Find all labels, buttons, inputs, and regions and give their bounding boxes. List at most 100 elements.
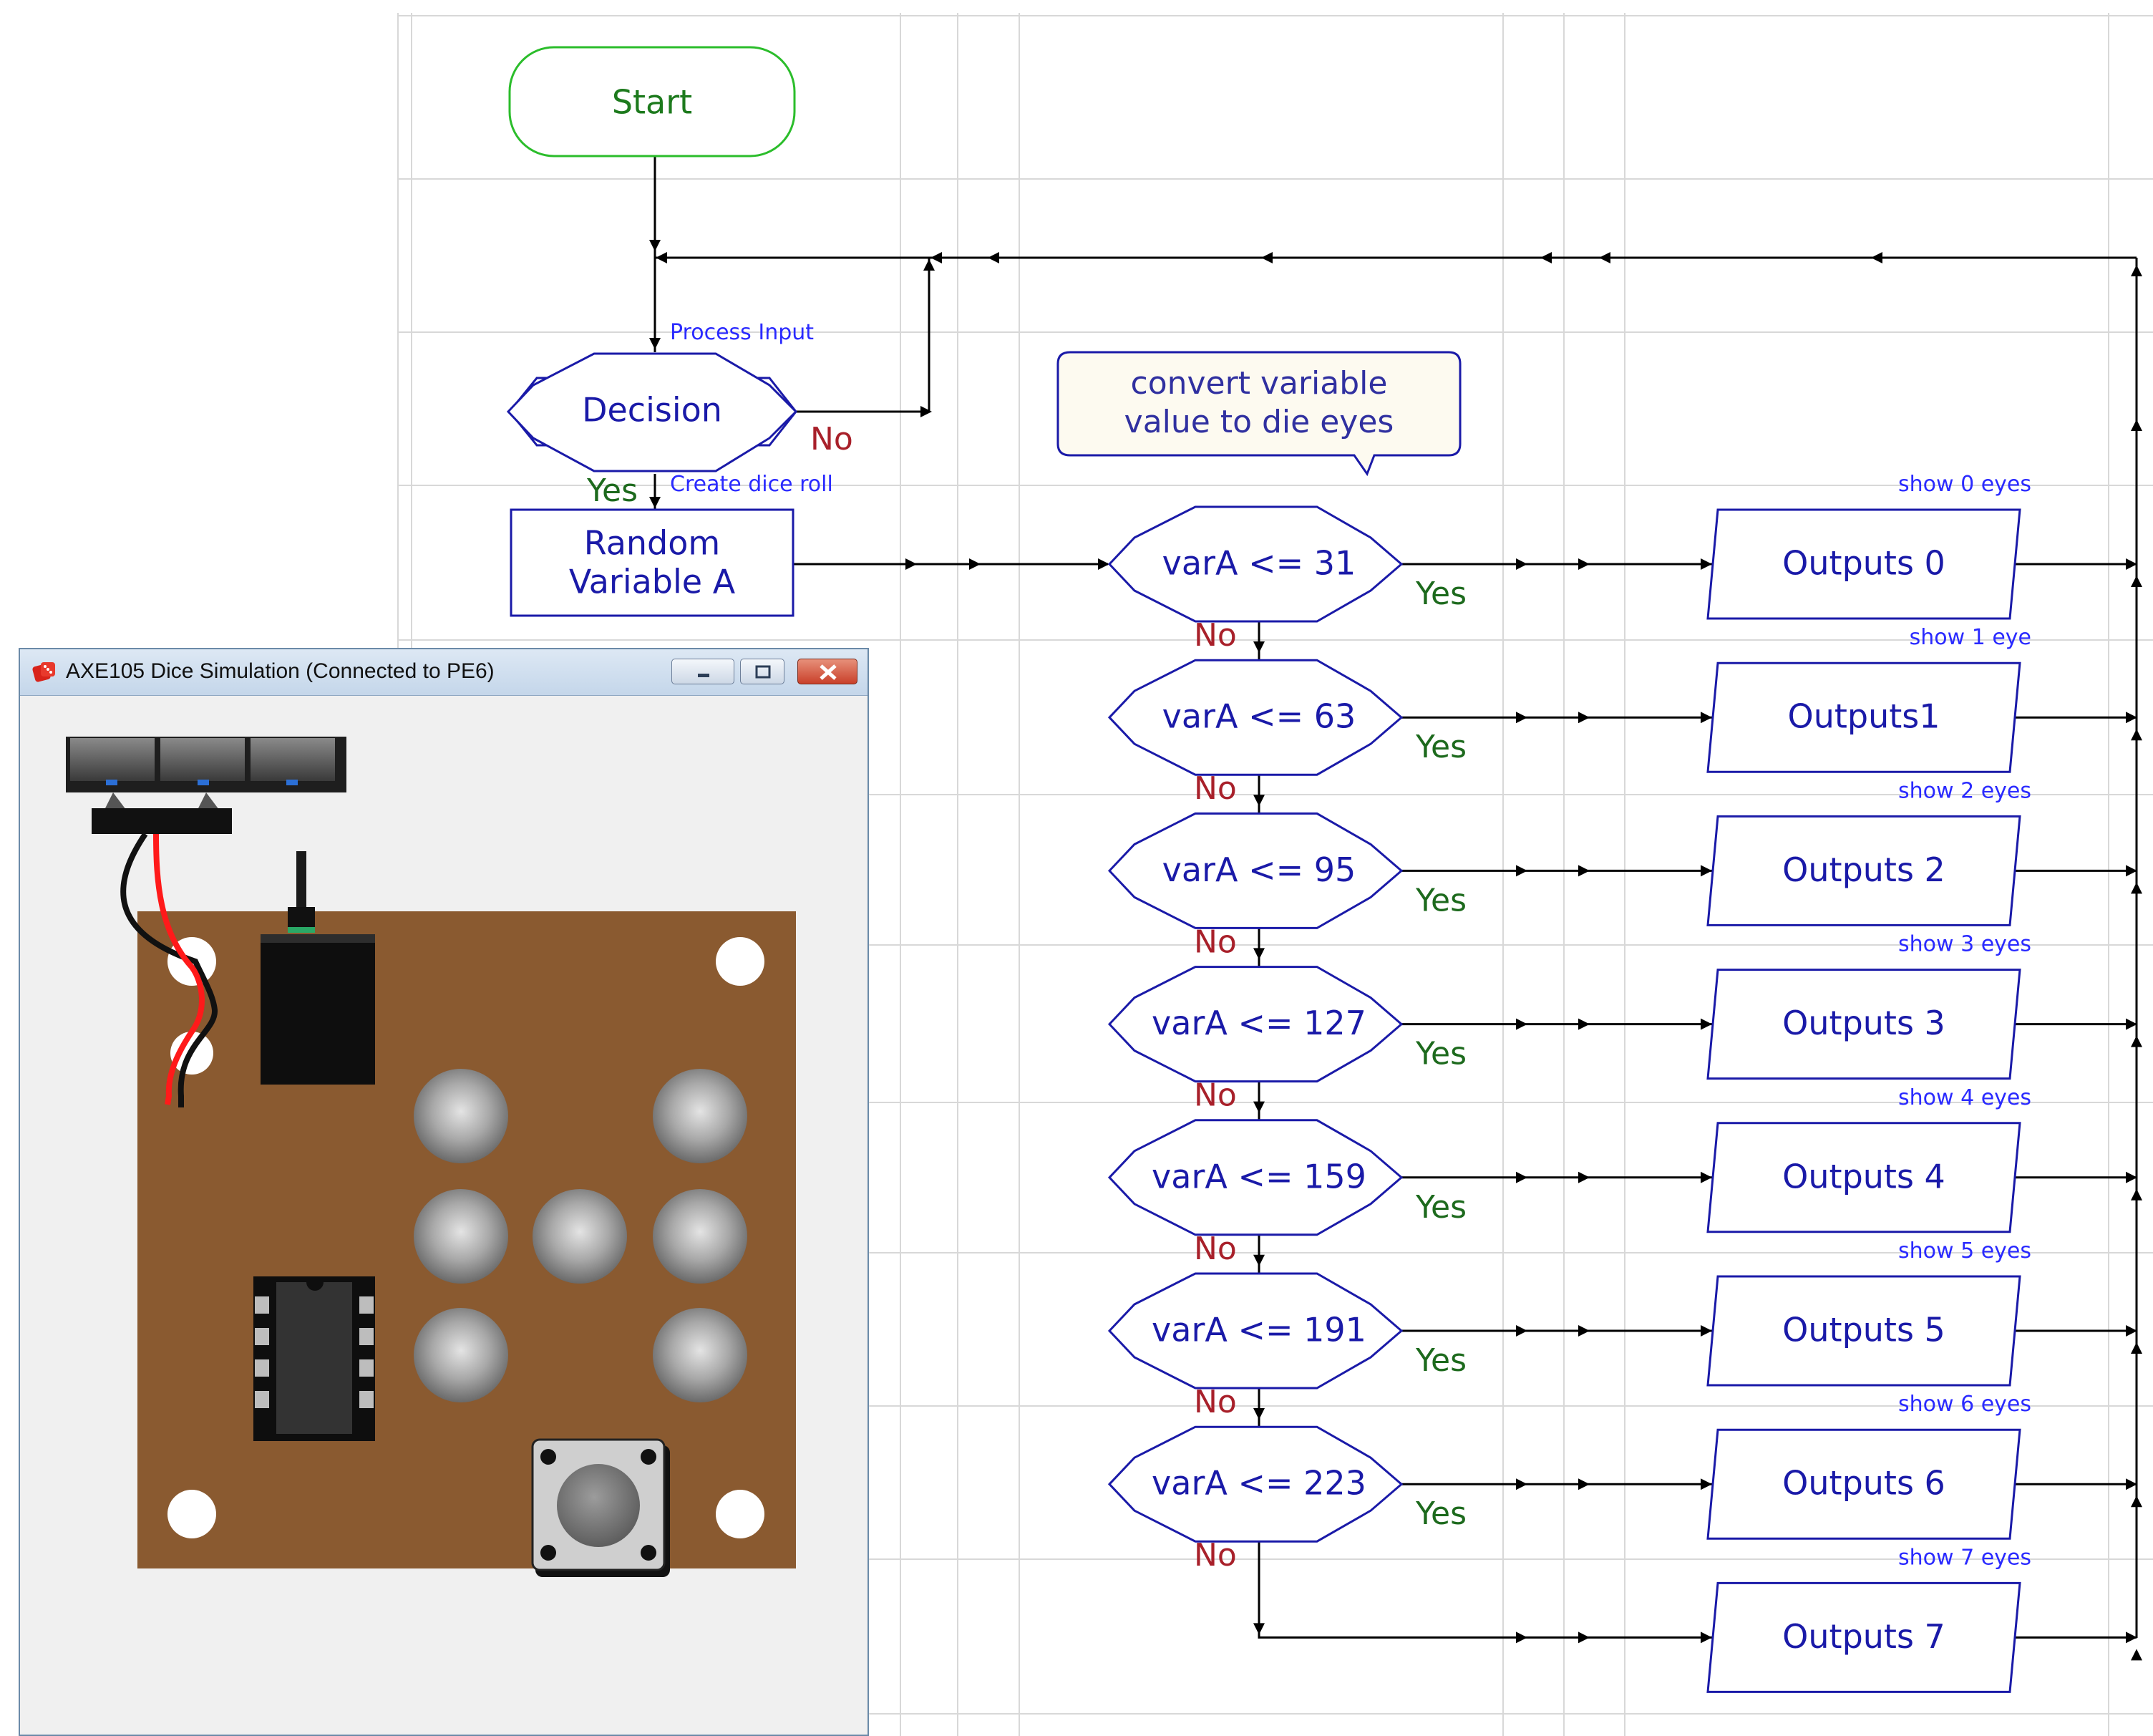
compare-no-label: No bbox=[1194, 1384, 1237, 1420]
compare-label: varA <= 127 bbox=[1152, 1004, 1366, 1042]
output-label: Outputs 4 bbox=[1782, 1157, 1945, 1196]
window-title: AXE105 Dice Simulation (Connected to PE6… bbox=[66, 659, 495, 683]
output-label: Outputs 2 bbox=[1782, 850, 1945, 889]
compare-block[interactable]: varA <= 31 bbox=[1107, 505, 1404, 623]
output-block[interactable]: Outputs 6 bbox=[1706, 1428, 2021, 1540]
output-annotation: show 6 eyes bbox=[1898, 1392, 2031, 1417]
led-center bbox=[533, 1189, 627, 1284]
compare-block[interactable]: varA <= 63 bbox=[1107, 659, 1404, 776]
led-bottom-right bbox=[653, 1308, 747, 1402]
compare-label: varA <= 191 bbox=[1152, 1311, 1366, 1349]
microcontroller-chip bbox=[253, 1276, 375, 1441]
maximize-button[interactable] bbox=[740, 659, 784, 684]
compare-block[interactable]: varA <= 159 bbox=[1107, 1119, 1404, 1236]
random-block-line2: Variable A bbox=[569, 563, 736, 601]
compare-no-label: No bbox=[1194, 923, 1237, 960]
compare-yes-label: Yes bbox=[1415, 1036, 1467, 1072]
output-label: Outputs 3 bbox=[1782, 1004, 1945, 1042]
compare-no-label: No bbox=[1194, 1231, 1237, 1267]
compare-block[interactable]: varA <= 191 bbox=[1107, 1272, 1404, 1390]
compare-block[interactable]: varA <= 95 bbox=[1107, 812, 1404, 929]
output-label: Outputs 7 bbox=[1782, 1617, 1945, 1656]
battery-switch[interactable] bbox=[66, 737, 346, 834]
comment-bubble[interactable]: convert variable value to die eyes bbox=[1056, 351, 1462, 477]
close-button[interactable] bbox=[797, 659, 857, 684]
start-label: Start bbox=[612, 83, 692, 122]
random-block-annotation: Create dice roll bbox=[670, 472, 833, 497]
programming-jack bbox=[261, 851, 375, 1085]
led-top-right bbox=[653, 1069, 747, 1163]
output-block[interactable]: Outputs 4 bbox=[1706, 1122, 2021, 1233]
output-label: Outputs 6 bbox=[1782, 1464, 1945, 1503]
compare-label: varA <= 63 bbox=[1162, 697, 1356, 736]
led-top-left bbox=[414, 1069, 508, 1163]
mounting-hole bbox=[167, 1490, 216, 1538]
connector-lines bbox=[653, 156, 2138, 1638]
compare-block[interactable]: varA <= 223 bbox=[1107, 1425, 1404, 1543]
mounting-hole bbox=[716, 937, 764, 986]
red-wire bbox=[153, 833, 205, 1105]
decision-label: Decision bbox=[582, 391, 722, 430]
output-label: Outputs 0 bbox=[1782, 544, 1945, 583]
minimize-icon bbox=[698, 674, 709, 677]
simulation-titlebar[interactable]: AXE105 Dice Simulation (Connected to PE6… bbox=[20, 649, 867, 696]
close-icon bbox=[820, 664, 837, 680]
decision-yes-label: Yes bbox=[586, 472, 638, 509]
start-terminal[interactable]: Start bbox=[508, 46, 796, 157]
compare-no-label: No bbox=[1194, 617, 1237, 654]
simulation-window[interactable]: AXE105 Dice Simulation (Connected to PE6… bbox=[19, 648, 869, 1736]
compare-yes-label: Yes bbox=[1415, 1189, 1467, 1226]
compare-block[interactable]: varA <= 127 bbox=[1107, 966, 1404, 1083]
minimize-button[interactable] bbox=[671, 659, 734, 684]
compare-label: varA <= 31 bbox=[1162, 544, 1356, 583]
mounting-hole bbox=[716, 1490, 764, 1538]
compare-connectors bbox=[1258, 563, 2137, 1639]
output-annotation: show 5 eyes bbox=[1898, 1238, 2031, 1264]
maximize-icon bbox=[755, 665, 771, 679]
output-block[interactable]: Outputs 7 bbox=[1706, 1581, 2021, 1693]
dice-icon bbox=[32, 662, 55, 682]
output-annotation: show 2 eyes bbox=[1898, 778, 2031, 803]
output-annotation: show 4 eyes bbox=[1898, 1085, 2031, 1110]
compare-yes-label: Yes bbox=[1415, 729, 1467, 765]
output-label: Outputs 5 bbox=[1782, 1311, 1945, 1349]
compare-yes-label: Yes bbox=[1415, 1495, 1467, 1532]
grid-lines bbox=[397, 13, 2153, 1736]
compare-no-label: No bbox=[1194, 770, 1237, 807]
decision-block[interactable]: Decision bbox=[506, 352, 798, 472]
compare-label: varA <= 95 bbox=[1162, 850, 1356, 889]
compare-yes-label: Yes bbox=[1415, 882, 1467, 918]
compare-no-label: No bbox=[1194, 1537, 1237, 1573]
comment-line2: value to die eyes bbox=[1124, 404, 1394, 440]
led-bottom-left bbox=[414, 1308, 508, 1402]
output-annotation: show 3 eyes bbox=[1898, 932, 2031, 957]
random-block-line1: Random bbox=[584, 524, 720, 563]
comment-line1: convert variable bbox=[1131, 365, 1388, 402]
simulation-canvas bbox=[66, 737, 796, 1577]
led-middle-right bbox=[653, 1189, 747, 1284]
black-wire bbox=[120, 832, 218, 1107]
output-annotation: show 7 eyes bbox=[1898, 1545, 2031, 1570]
roll-push-button[interactable] bbox=[531, 1438, 670, 1577]
output-label: Outputs1 bbox=[1787, 697, 1940, 736]
compare-yes-label: Yes bbox=[1415, 1342, 1467, 1379]
led-middle-left bbox=[414, 1189, 508, 1284]
decision-annotation: Process Input bbox=[670, 320, 814, 345]
random-variable-block[interactable]: Random Variable A bbox=[510, 508, 794, 617]
compare-no-label: No bbox=[1194, 1077, 1237, 1114]
output-block[interactable]: Outputs 3 bbox=[1706, 969, 2021, 1080]
output-block[interactable]: Outputs 0 bbox=[1706, 508, 2021, 620]
output-block[interactable]: Outputs 2 bbox=[1706, 815, 2021, 926]
flow-arrowheads bbox=[649, 240, 2142, 1661]
output-block[interactable]: Outputs 5 bbox=[1706, 1275, 2021, 1387]
compare-label: varA <= 223 bbox=[1152, 1464, 1366, 1503]
decision-no-label: No bbox=[810, 421, 853, 457]
output-annotation: show 1 eye bbox=[1910, 625, 2031, 650]
compare-label: varA <= 159 bbox=[1152, 1157, 1366, 1196]
output-annotation: show 0 eyes bbox=[1898, 472, 2031, 497]
compare-yes-label: Yes bbox=[1415, 576, 1467, 612]
output-block[interactable]: Outputs1 bbox=[1706, 661, 2021, 773]
